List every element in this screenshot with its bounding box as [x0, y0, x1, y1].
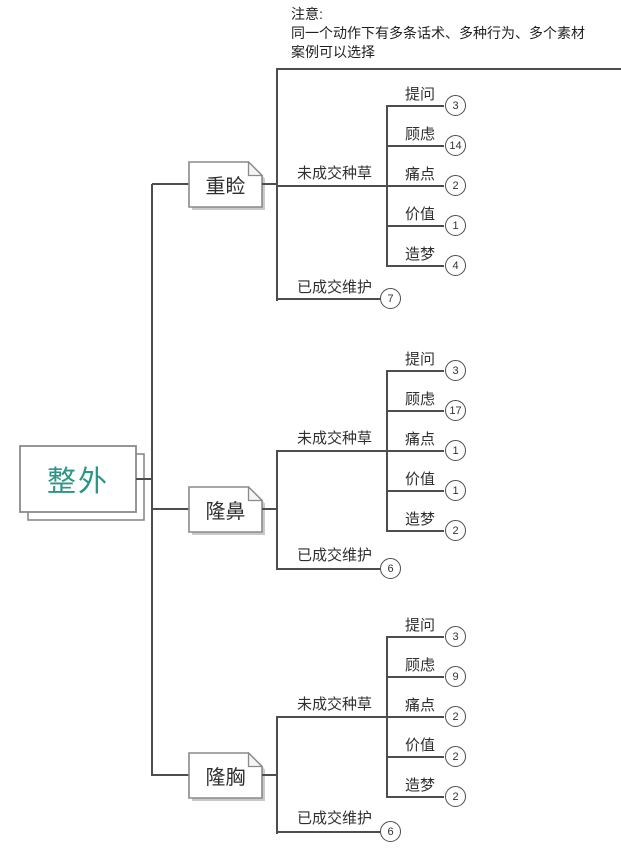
count-badge[interactable]: 2 — [445, 786, 466, 807]
count-badge[interactable]: 1 — [445, 440, 466, 461]
connector-line — [262, 774, 278, 776]
connector-line — [152, 183, 190, 185]
connector-line — [386, 796, 444, 798]
count-badge[interactable]: 1 — [445, 480, 466, 501]
connector-line — [276, 185, 388, 187]
connector-line — [386, 716, 444, 718]
connector-line — [386, 185, 444, 187]
connector-line — [276, 831, 380, 833]
connector-line — [386, 410, 444, 412]
connector-line — [386, 676, 444, 678]
subtopic-label[interactable]: 提问 — [405, 86, 436, 103]
note-line: 案例可以选择 — [291, 44, 375, 60]
topic-node-2[interactable]: 隆鼻 — [188, 486, 266, 536]
unclosed-topic-label[interactable]: 未成交种草 — [297, 165, 373, 182]
topic-node-label: 隆胸 — [205, 767, 246, 789]
unclosed-topic-label[interactable]: 未成交种草 — [297, 696, 373, 713]
subtopic-label[interactable]: 痛点 — [405, 697, 436, 714]
subtopic-label[interactable]: 提问 — [405, 617, 436, 634]
note-line: 同一个动作下有多条话术、多种行为、多个素材 — [291, 25, 585, 41]
folded-page-shape — [188, 161, 265, 210]
root-node[interactable]: 整外 — [19, 445, 147, 523]
connector-line — [386, 105, 444, 107]
note-line: 注意: — [291, 6, 323, 22]
count-badge[interactable]: 3 — [445, 626, 466, 647]
connector-line — [276, 68, 278, 301]
count-badge[interactable]: 6 — [380, 821, 401, 842]
count-badge[interactable]: 3 — [445, 95, 466, 116]
connector-line — [276, 68, 621, 70]
count-badge[interactable]: 4 — [445, 255, 466, 276]
unclosed-topic-label[interactable]: 未成交种草 — [297, 430, 373, 447]
subtopic-label[interactable]: 痛点 — [405, 166, 436, 183]
count-badge[interactable]: 2 — [445, 520, 466, 541]
count-badge[interactable]: 2 — [445, 706, 466, 727]
subtopic-label[interactable]: 顾虑 — [405, 657, 436, 674]
connector-line — [386, 490, 444, 492]
note-topic[interactable]: 注意: 同一个动作下有多条话术、多种行为、多个素材 案例可以选择 — [291, 5, 585, 62]
topic-node-label: 隆鼻 — [205, 501, 246, 523]
count-badge[interactable]: 14 — [445, 135, 466, 156]
stacked-sheet-shape — [19, 445, 145, 521]
connector-line — [386, 530, 444, 532]
connector-line — [276, 450, 388, 452]
closed-topic-label[interactable]: 已成交维护 — [297, 547, 373, 564]
connector-line — [276, 716, 278, 834]
connector-line — [276, 568, 380, 570]
connector-line — [276, 716, 388, 718]
subtopic-label[interactable]: 价值 — [405, 206, 436, 223]
subtopic-label[interactable]: 造梦 — [405, 511, 436, 528]
connector-line — [386, 265, 444, 267]
count-badge[interactable]: 9 — [445, 666, 466, 687]
subtopic-label[interactable]: 顾虑 — [405, 391, 436, 408]
connector-line — [276, 298, 380, 300]
subtopic-label[interactable]: 价值 — [405, 471, 436, 488]
connector-line — [276, 450, 278, 570]
count-badge[interactable]: 6 — [380, 558, 401, 579]
connector-line — [152, 774, 190, 776]
connector-line — [386, 145, 444, 147]
folded-page-shape — [188, 486, 265, 535]
connector-line — [386, 636, 444, 638]
subtopic-label[interactable]: 提问 — [405, 351, 436, 368]
count-badge[interactable]: 2 — [445, 746, 466, 767]
connector-line — [262, 508, 278, 510]
subtopic-label[interactable]: 造梦 — [405, 246, 436, 263]
connector-line — [386, 450, 444, 452]
topic-node-1[interactable]: 重睑 — [188, 161, 266, 211]
subtopic-label[interactable]: 价值 — [405, 737, 436, 754]
count-badge[interactable]: 17 — [445, 400, 466, 421]
connector-line — [386, 370, 444, 372]
connector-line — [151, 184, 153, 776]
count-badge[interactable]: 1 — [445, 215, 466, 236]
connector-line — [152, 508, 190, 510]
connector-line — [136, 478, 152, 480]
connector-line — [386, 225, 444, 227]
subtopic-label[interactable]: 造梦 — [405, 777, 436, 794]
folded-page-shape — [188, 752, 265, 801]
subtopic-label[interactable]: 痛点 — [405, 431, 436, 448]
root-node-label: 整外 — [46, 466, 109, 498]
count-badge[interactable]: 3 — [445, 360, 466, 381]
topic-node-3[interactable]: 隆胸 — [188, 752, 266, 802]
connector-line — [386, 756, 444, 758]
connector-line — [262, 183, 278, 185]
subtopic-label[interactable]: 顾虑 — [405, 126, 436, 143]
count-badge[interactable]: 2 — [445, 175, 466, 196]
closed-topic-label[interactable]: 已成交维护 — [297, 279, 373, 296]
closed-topic-label[interactable]: 已成交维护 — [297, 810, 373, 827]
count-badge[interactable]: 7 — [380, 288, 401, 309]
topic-node-label: 重睑 — [205, 176, 246, 198]
